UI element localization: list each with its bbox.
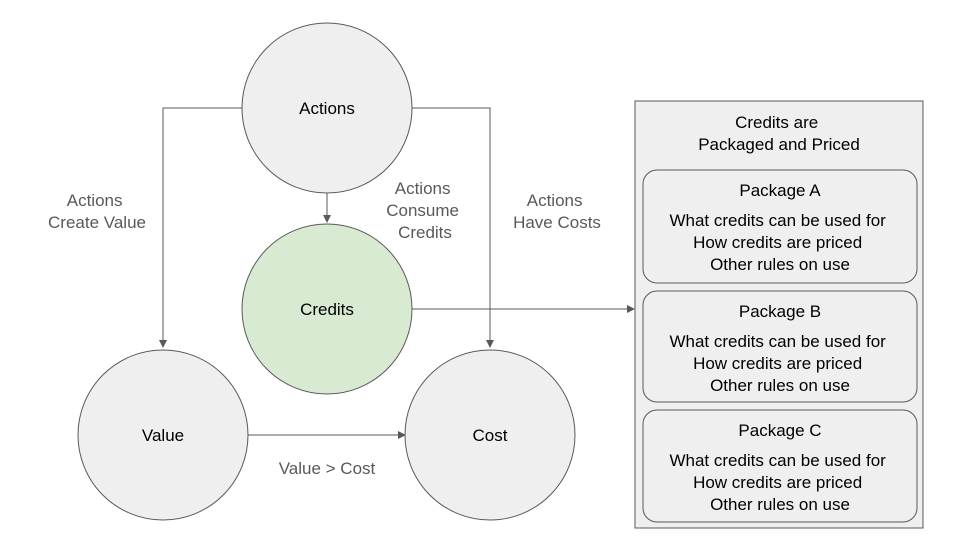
package-detail-line: What credits can be used for	[669, 332, 886, 351]
package-detail-line: How credits are priced	[693, 354, 862, 373]
package-name: Package B	[739, 302, 821, 321]
label-line: Consume	[386, 201, 459, 220]
package-detail-line: Other rules on use	[710, 495, 850, 514]
package-details: What credits can be used for How credits…	[669, 332, 890, 395]
label-value-greater-than-cost: Value > Cost	[279, 459, 376, 478]
label-line: Actions	[67, 191, 123, 210]
package-details: What credits can be used for How credits…	[669, 451, 890, 514]
edge-actions-to-value	[159, 107, 243, 348]
package-c-card: Package C What credits can be used for H…	[642, 409, 918, 523]
package-a-card: Package A What credits can be used for H…	[642, 169, 918, 284]
node-actions-label: Actions	[299, 99, 355, 118]
package-detail-line: How credits are priced	[693, 233, 862, 252]
node-cost-label: Cost	[473, 426, 508, 445]
label-line: Actions	[395, 179, 451, 198]
package-detail-line: How credits are priced	[693, 473, 862, 492]
node-actions: Actions	[241, 22, 413, 194]
node-credits: Credits	[241, 223, 413, 395]
panel-title-line: Credits are	[735, 113, 818, 132]
package-b-card: Package B What credits can be used for H…	[642, 290, 918, 403]
panel-title: Credits are Packaged and Priced	[698, 113, 860, 154]
label-line: Have Costs	[513, 213, 601, 232]
package-name: Package C	[738, 421, 821, 440]
label-actions-create-value: Actions Create Value	[48, 191, 146, 232]
packages-panel: Credits are Packaged and Priced Package …	[634, 100, 924, 529]
node-value-label: Value	[142, 426, 184, 445]
label-line: Create Value	[48, 213, 146, 232]
node-cost: Cost	[404, 349, 576, 521]
label-line: Credits	[398, 223, 452, 242]
package-name: Package A	[739, 181, 821, 200]
label-actions-have-costs: Actions Have Costs	[513, 191, 601, 232]
package-detail-line: What credits can be used for	[669, 451, 886, 470]
node-credits-label: Credits	[300, 300, 354, 319]
package-details: What credits can be used for How credits…	[669, 211, 890, 274]
package-detail-line: Other rules on use	[710, 255, 850, 274]
label-line: Actions	[527, 191, 583, 210]
package-detail-line: Other rules on use	[710, 376, 850, 395]
edge-actions-to-cost	[412, 107, 494, 348]
package-detail-line: What credits can be used for	[669, 211, 886, 230]
panel-title-line: Packaged and Priced	[698, 135, 860, 154]
label-actions-consume-credits: Actions Consume Credits	[386, 179, 464, 242]
node-value: Value	[77, 349, 249, 521]
